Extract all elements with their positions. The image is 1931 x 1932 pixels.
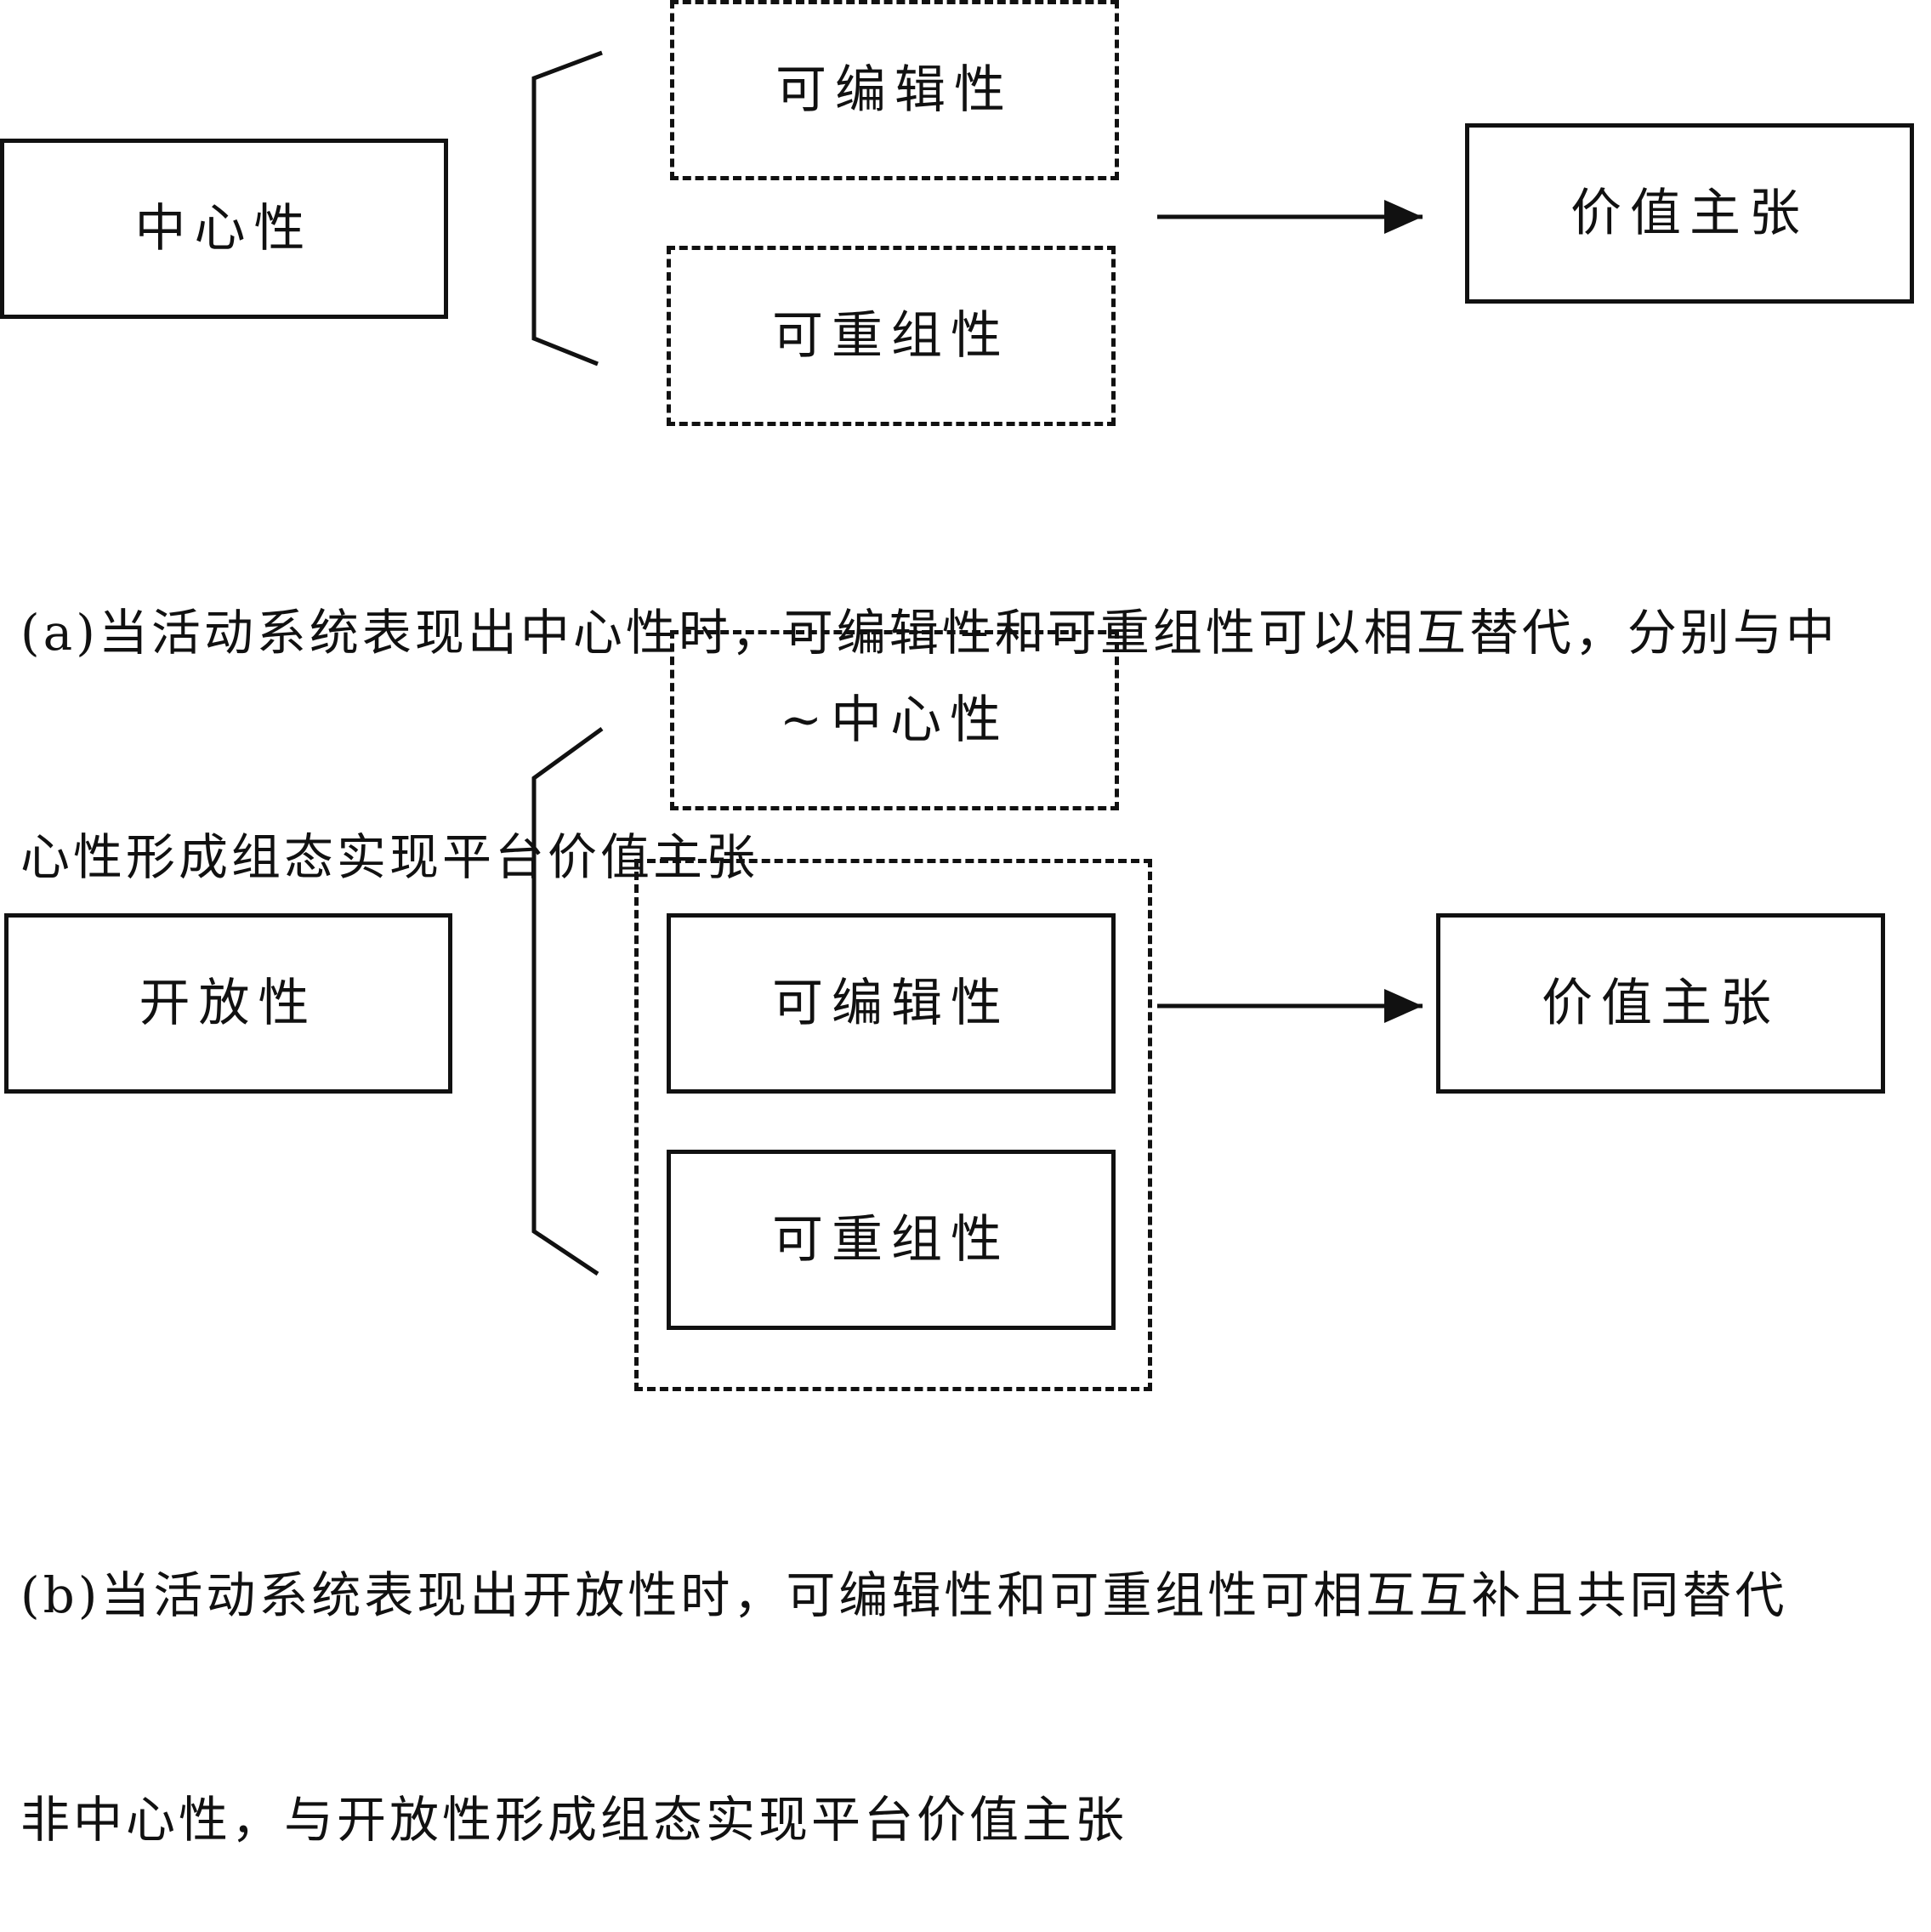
panel-a-caption-line2: 心性形成组态实现平台价值主张 [20, 828, 759, 886]
panel-b-absent-centrality-label: ~中心性 [779, 690, 1010, 750]
bracket-a [531, 50, 603, 367]
panel-b-outcome-label: 价值主张 [1542, 974, 1780, 1033]
panel-b-condition-group [634, 859, 1152, 1391]
panel-b-caption-line1: (b)当活动系统表现出开放性时，可编辑性和可重组性可相互互补且共同替代 [20, 1566, 1788, 1624]
panel-b-condition-editability-label: 可编辑性 [772, 974, 1010, 1033]
panel-b-outcome-box: 价值主张 [1436, 913, 1885, 1094]
panel-b-source-label: 开放性 [139, 974, 318, 1033]
panel-b-caption: (b)当活动系统表现出开放性时，可编辑性和可重组性可相互互补且共同替代 非中心性… [20, 1408, 1917, 1932]
panel-b-absent-centrality-box: ~中心性 [670, 630, 1119, 810]
panel-b-condition-recombinability-label: 可重组性 [772, 1210, 1010, 1270]
panel-a-condition-editability: 可编辑性 [670, 0, 1119, 180]
panel-a-source-box: 中心性 [0, 139, 448, 319]
panel-b-condition-editability: 可编辑性 [667, 913, 1116, 1094]
panel-b-source-box: 开放性 [4, 913, 452, 1094]
panel-a-source-label: 中心性 [134, 199, 314, 259]
panel-b-caption-line2: 非中心性，与开放性形成组态实现平台价值主张 [20, 1791, 1128, 1849]
panel-a-condition-recombinability: 可重组性 [667, 246, 1116, 426]
panel-a-condition-editability-label: 可编辑性 [775, 60, 1014, 120]
panel-a-outcome-box: 价值主张 [1465, 123, 1914, 304]
panel-b-condition-recombinability: 可重组性 [667, 1150, 1116, 1330]
panel-a-condition-recombinability-label: 可重组性 [772, 306, 1010, 366]
panel-a-outcome-label: 价值主张 [1570, 184, 1809, 243]
